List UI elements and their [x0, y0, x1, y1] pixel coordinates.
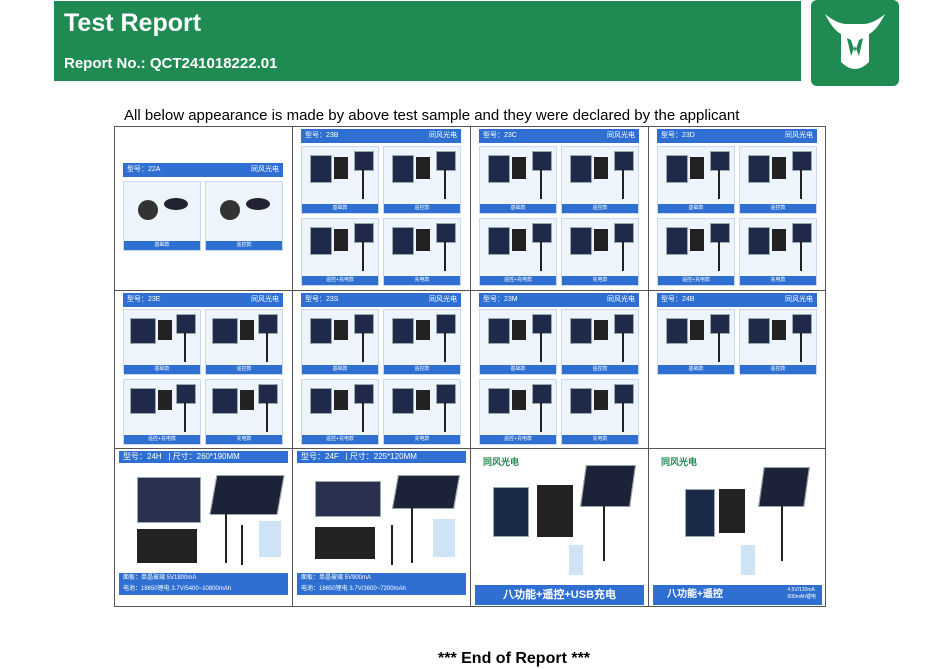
brand-name: 同风光电 — [483, 457, 520, 467]
feature-bar: 八功能+遥控 4.5V/130mA 500mAh锂电 — [653, 585, 822, 605]
product-thumb: 基础款 — [123, 181, 201, 251]
brand-name: 同风光电 — [661, 457, 698, 467]
report-number: Report No.: QCT241018222.01 — [64, 55, 278, 72]
model-size-bar: 型号：24F | 尺寸：225*120MM — [297, 451, 466, 463]
appearance-caption: All below appearance is made by above te… — [124, 107, 740, 124]
product-card-remote: 同风光电 八功能+遥控 4.5V/130mA 500mAh锂电 — [649, 449, 826, 607]
model-size-bar: 型号：24H | 尺寸：260*190MM — [119, 451, 288, 463]
report-header-banner: Test Report Report No.: QCT241018222.01 — [54, 1, 801, 81]
product-card-usb-charging: 同风光电 八功能+遥控+USB充电 — [471, 449, 648, 607]
product-thumb: 遥控款 — [205, 181, 283, 251]
bull-logo-icon — [811, 0, 899, 86]
end-of-report: *** End of Report *** — [438, 650, 591, 667]
feature-bar: 八功能+遥控+USB充电 — [475, 585, 644, 605]
report-title: Test Report — [64, 9, 202, 37]
